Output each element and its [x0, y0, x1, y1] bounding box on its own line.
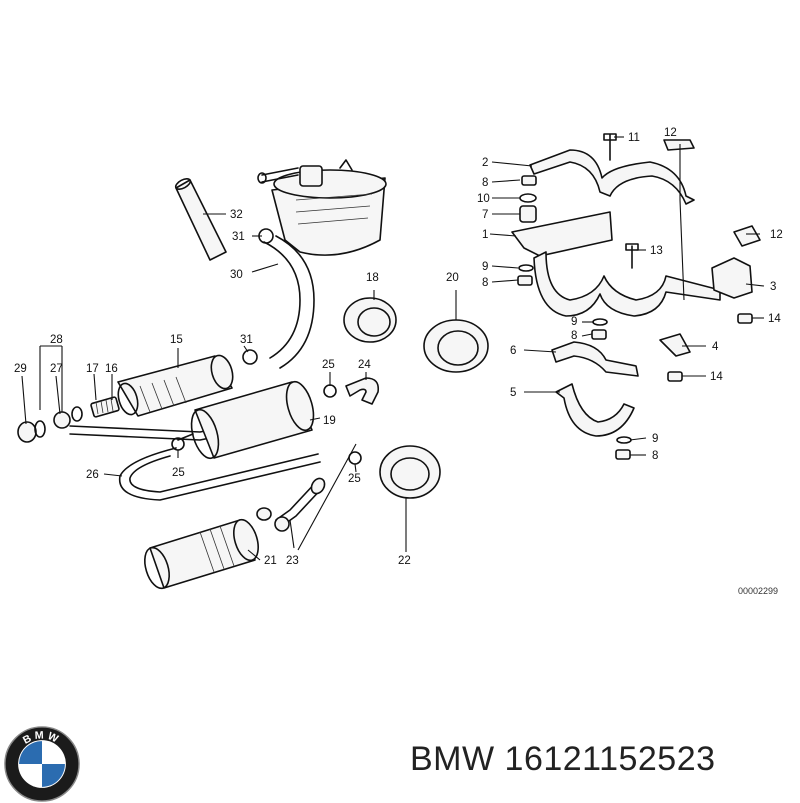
- part-8-nut-d: [615, 449, 631, 460]
- callout-16: 16: [105, 363, 118, 375]
- part-13-bolt: [625, 243, 639, 269]
- callout-14: 14: [768, 313, 781, 325]
- fuel-tank-sender: [257, 159, 387, 256]
- callout-31: 31: [232, 231, 245, 243]
- callout-2: 2: [482, 157, 488, 169]
- callout-17: 17: [86, 363, 99, 375]
- part-23-fuel-line: [256, 477, 326, 532]
- part-6-strap: [551, 341, 639, 377]
- callout-22: 22: [398, 555, 411, 567]
- callout-9: 9: [571, 316, 577, 328]
- part-number: 16121152523: [504, 740, 716, 778]
- part-24-elbow-hose: [345, 377, 380, 405]
- part-4-clip: [659, 333, 691, 357]
- callout-26: 26: [86, 469, 99, 481]
- part-22-rubber-ring: [379, 445, 441, 499]
- callout-7: 7: [482, 209, 488, 221]
- part-31-clamp-lower: [242, 349, 258, 365]
- callout-10: 10: [477, 193, 490, 205]
- part-9-washer-b: [592, 318, 608, 326]
- callout-9: 9: [652, 433, 658, 445]
- callout-25: 25: [172, 467, 185, 479]
- part-12-clip-a: [663, 139, 695, 151]
- callout-27: 27: [50, 363, 63, 375]
- callouts: 2 8 10 7 1 9 8 11 12 12 13 3 14 4 14 9 8…: [14, 127, 783, 567]
- callout-9: 9: [482, 261, 488, 273]
- callout-4: 4: [712, 341, 719, 353]
- callout-12: 12: [770, 229, 783, 241]
- part-30-hose: [263, 235, 315, 369]
- callout-3: 3: [770, 281, 776, 293]
- callout-5: 5: [510, 387, 516, 399]
- callout-25: 25: [348, 473, 361, 485]
- part-16-17-fittings: [90, 396, 120, 418]
- part-11-bolt: [603, 133, 617, 161]
- callout-8: 8: [482, 177, 488, 189]
- part-8-nut-a: [521, 175, 537, 186]
- callout-23: 23: [286, 555, 299, 567]
- part-32-tube: [174, 178, 227, 261]
- part-20-rubber-ring: [423, 319, 489, 373]
- callout-20: 20: [446, 272, 459, 284]
- callout-28: 28: [50, 334, 63, 346]
- callout-21: 21: [264, 555, 277, 567]
- callout-8: 8: [482, 277, 488, 289]
- part-10-washer: [519, 193, 537, 203]
- callout-12: 12: [664, 127, 677, 139]
- part-21-accumulator: [144, 518, 259, 590]
- cradle-main: [533, 251, 721, 317]
- callout-24: 24: [358, 359, 371, 371]
- diagram-reference-code: 00002299: [738, 586, 778, 596]
- part-1-bracket: [511, 211, 613, 257]
- bracket-assembly: [511, 133, 761, 460]
- callout-32: 32: [230, 209, 243, 221]
- part-14-nut-a: [737, 313, 753, 324]
- part-19-fuel-filter: [177, 380, 315, 460]
- callout-15: 15: [170, 334, 183, 346]
- part-8-nut-c: [591, 329, 607, 340]
- callout-14: 14: [710, 371, 723, 383]
- callout-11: 11: [628, 132, 640, 144]
- callout-8: 8: [571, 330, 577, 342]
- part-2-upper-strap: [529, 149, 695, 205]
- svg-text:BMW: BMW: [21, 729, 63, 746]
- callout-8: 8: [652, 450, 658, 462]
- callout-19: 19: [323, 415, 336, 427]
- part-8-nut-b: [517, 275, 533, 286]
- callout-6: 6: [510, 345, 516, 357]
- part-9-washer-c: [616, 436, 632, 444]
- bmw-logo: BMW: [4, 726, 80, 802]
- part-12-clip-b: [733, 225, 761, 247]
- part-15-fuel-pump: [117, 354, 234, 417]
- callout-13: 13: [650, 245, 663, 257]
- part-7-mount: [519, 205, 537, 223]
- callout-1: 1: [482, 229, 488, 241]
- part-3-clip: [711, 257, 753, 299]
- brand-part-number: BMW 16121152523: [410, 740, 716, 779]
- leader-lines: [21, 136, 765, 561]
- callout-30: 30: [230, 269, 243, 281]
- part-29-27-nuts: [17, 406, 83, 443]
- callout-18: 18: [366, 272, 379, 284]
- part-14-nut-b: [667, 371, 683, 382]
- part-25-clamp-a: [323, 384, 337, 398]
- part-18-rubber-ring: [343, 297, 397, 343]
- callout-25: 25: [322, 359, 335, 371]
- part-9-washer-a: [518, 264, 534, 272]
- callout-31: 31: [240, 334, 253, 346]
- callout-29: 29: [14, 363, 27, 375]
- brand-name: BMW: [410, 740, 495, 778]
- part-5-lower-strap: [555, 383, 635, 437]
